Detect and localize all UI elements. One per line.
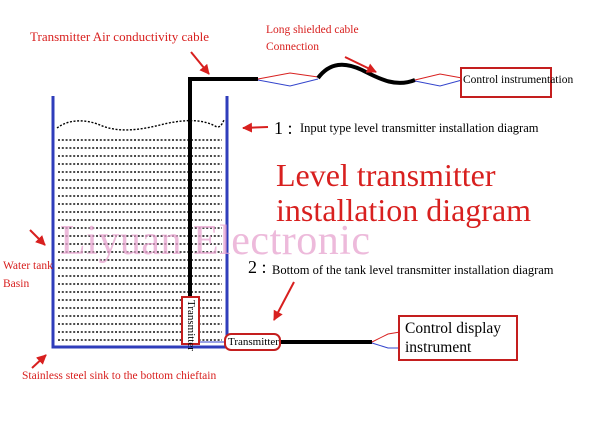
shielded-cable-label-line2: Connection <box>266 40 320 53</box>
annotation-arrows <box>29 51 377 369</box>
control-instrumentation-label: Control instrumentation <box>463 74 574 86</box>
cable-wires-top-right <box>414 73 463 87</box>
input-transmitter-label: Transmitter <box>185 300 197 351</box>
shielded-cable-label: Long shielded cable Connection <box>266 22 359 55</box>
water-level-lines <box>58 139 222 341</box>
input-type-caption: Input type level transmitter installatio… <box>300 121 539 135</box>
input-type-number: 1 : <box>274 118 293 138</box>
input-transmitter: Transmitter <box>181 296 200 351</box>
diagram-title-line1: Level transmitter <box>276 157 496 193</box>
watermark: Liyuan Electronic <box>60 218 371 264</box>
control-display-label-line1: Control display <box>405 320 502 337</box>
water-tank <box>51 96 229 349</box>
cable-wires-bottom <box>371 331 401 349</box>
bottom-type-caption: Bottom of the tank level transmitter ins… <box>272 263 554 277</box>
shielded-cable-label-line1: Long shielded cable <box>266 24 359 36</box>
water-surface-wave <box>56 119 225 131</box>
water-tank-label-line1: Water tank <box>3 260 53 272</box>
air-conductivity-cable <box>188 77 258 298</box>
water-tank-label-line2: Basin <box>3 277 30 290</box>
bottom-type-number: 2 : <box>248 257 267 277</box>
control-instrumentation-box: Control instrumentation <box>460 67 573 98</box>
air-cable-label: Transmitter Air conductivity cable <box>30 29 209 44</box>
long-shielded-cable <box>316 62 416 85</box>
bottom-transmitter: Transmitter <box>224 333 281 351</box>
diagram-title-line2: installation diagram <box>276 192 532 229</box>
control-display-box: Control display instrument <box>398 315 518 361</box>
sink-note: Stainless steel sink to the bottom chief… <box>22 370 217 382</box>
diagram-title: Level transmitter installation diagram <box>276 157 532 229</box>
water-tank-label: Water tank Basin <box>3 258 53 294</box>
control-display-label-line2: instrument <box>405 338 472 356</box>
bottom-transmitter-label: Transmitter <box>228 336 279 348</box>
cable-wires-top <box>257 72 319 87</box>
control-display-label: Control display instrument <box>405 320 501 357</box>
